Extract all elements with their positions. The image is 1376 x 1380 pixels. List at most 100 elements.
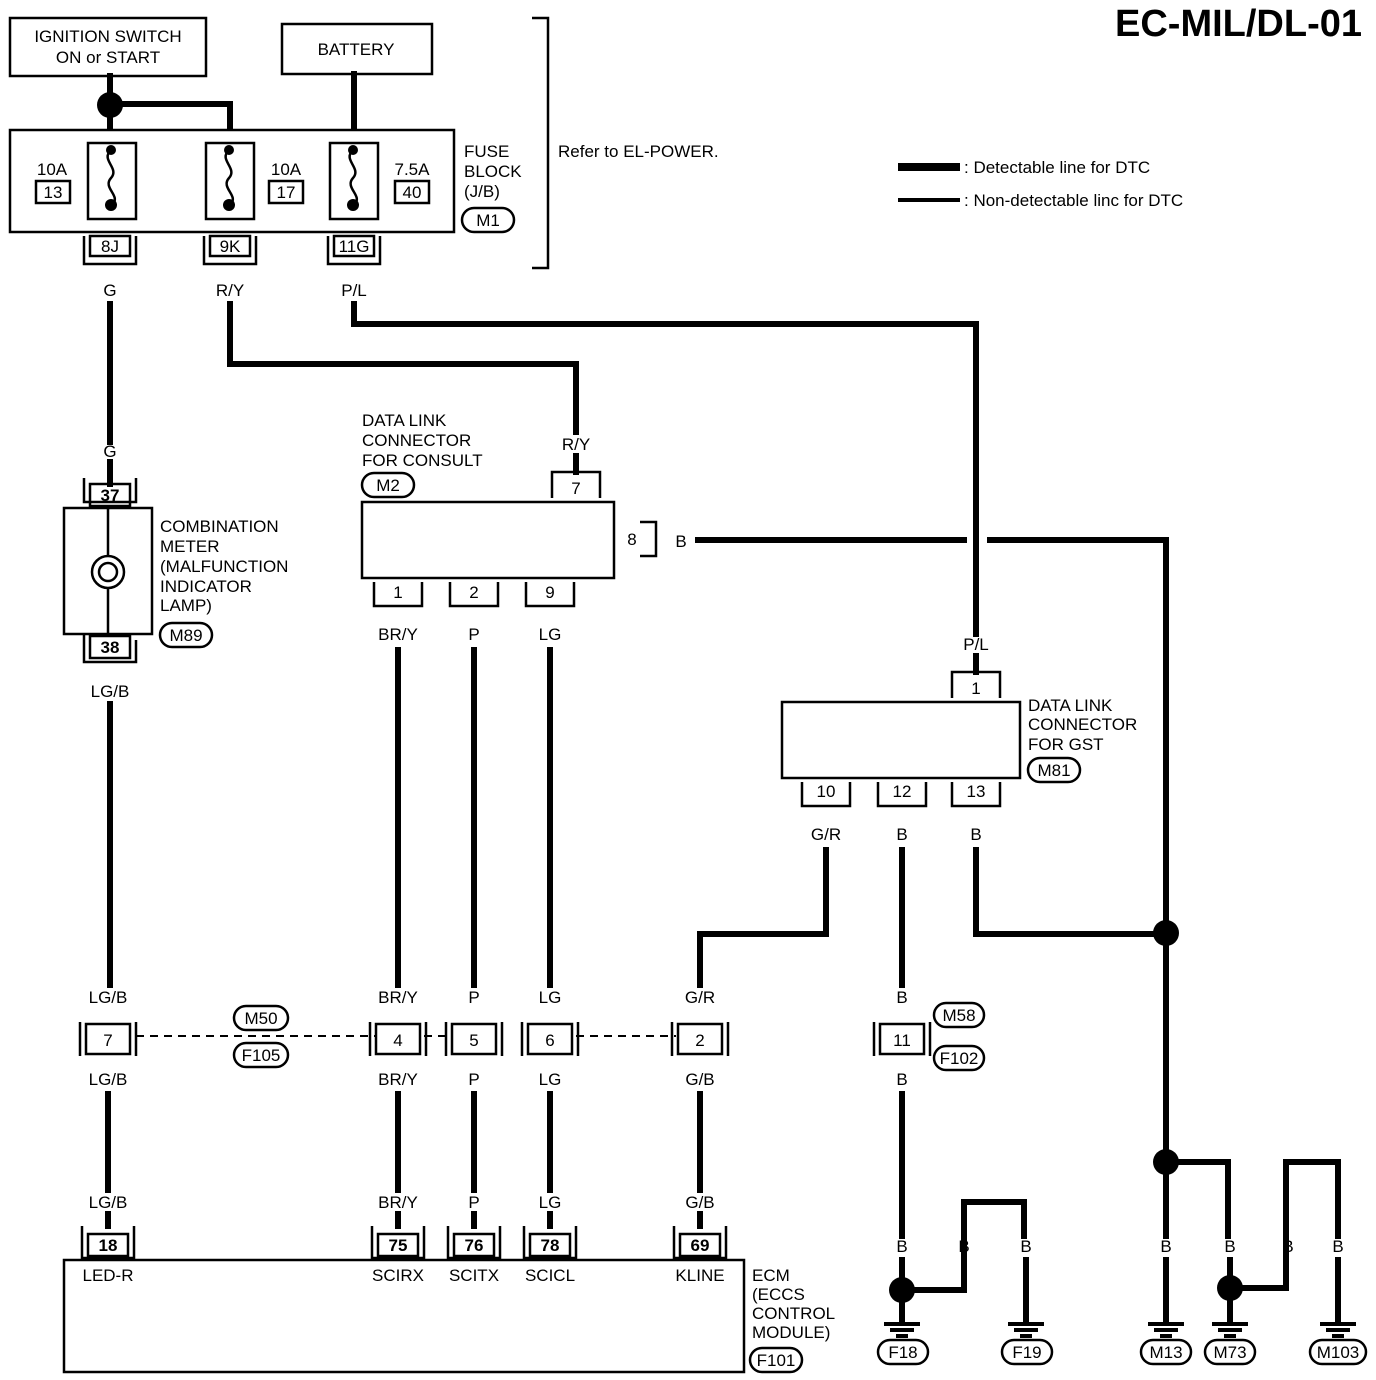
dlc-gst-connector: M81 bbox=[1037, 761, 1070, 780]
joint-connector-f102: F102 bbox=[940, 1049, 979, 1068]
wire-label-gr-j1: G/R bbox=[685, 988, 715, 1007]
wire-label-bry-j1: BR/Y bbox=[378, 988, 418, 1007]
wire-label-bry-ecm: BR/Y bbox=[378, 1193, 418, 1212]
legend-detectable: : Detectable line for DTC bbox=[964, 158, 1150, 177]
ecm-signal-scicl: SCICL bbox=[525, 1266, 575, 1285]
dlc-gst-label-1: DATA LINK bbox=[1028, 696, 1113, 715]
joint-pin-5: 5 bbox=[469, 1031, 478, 1050]
ground-m13-label: M13 bbox=[1149, 1343, 1182, 1362]
wire-label-b-f19: B bbox=[1020, 1237, 1031, 1256]
ecm-label-4: MODULE) bbox=[752, 1323, 830, 1342]
meter-connector: M89 bbox=[169, 626, 202, 645]
ground-m73: M73 bbox=[1203, 1322, 1257, 1366]
ecm: 18 75 76 78 69 LED-R SCIRX SCITX SCICL K… bbox=[62, 1226, 746, 1374]
dlc-gst-pin-1: 1 bbox=[971, 679, 980, 698]
ecm-pin-75: 75 bbox=[389, 1236, 408, 1255]
dlc-consult-label-1: DATA LINK bbox=[362, 411, 447, 430]
wire-label-b-f18: B bbox=[896, 1237, 907, 1256]
fuse-3-amp: 7.5A bbox=[395, 160, 431, 179]
meter-pin-37: 37 bbox=[101, 486, 120, 505]
terminal-8j: 8J bbox=[101, 237, 119, 256]
fuse-block-label-2: BLOCK bbox=[464, 162, 522, 181]
fuse-1-amp: 10A bbox=[37, 160, 68, 179]
dlc-consult-pin-9: 9 bbox=[545, 583, 554, 602]
wire-label-b-j2: B bbox=[896, 1070, 907, 1089]
dlc-gst-pin-12: 12 bbox=[893, 782, 912, 801]
wire-label-p-j1: P bbox=[468, 988, 479, 1007]
wire-label-pl-top: P/L bbox=[341, 281, 367, 300]
fuse-2-num: 17 bbox=[277, 183, 296, 202]
wire-label-ry-top: R/Y bbox=[216, 281, 244, 300]
legend-non-detectable: : Non-detectable linc for DTC bbox=[964, 191, 1183, 210]
wire-label-p-j2: P bbox=[468, 1070, 479, 1089]
wire-label-lg-j2: LG bbox=[539, 1070, 562, 1089]
ecm-pin-76: 76 bbox=[465, 1236, 484, 1255]
ecm-label-1: ECM bbox=[752, 1266, 790, 1285]
meter-label-2: METER bbox=[160, 537, 220, 556]
wire-label-b-m73: B bbox=[1224, 1237, 1235, 1256]
wire-label-bry-j2: BR/Y bbox=[378, 1070, 418, 1089]
dlc-consult-pin-1: 1 bbox=[393, 583, 402, 602]
ecm-signal-kline: KLINE bbox=[675, 1266, 724, 1285]
wire-label-lgb-ecm: LG/B bbox=[89, 1193, 128, 1212]
fuse-block-label-3: (J/B) bbox=[464, 182, 500, 201]
ecm-signal-scirx: SCIRX bbox=[372, 1266, 424, 1285]
wire-label-b-m103: B bbox=[1332, 1237, 1343, 1256]
meter-label-3: (MALFUNCTION bbox=[160, 557, 288, 576]
fuse-2-amp: 10A bbox=[271, 160, 302, 179]
wire-label-lg-ecm: LG bbox=[539, 1193, 562, 1212]
refer-el-power: Refer to EL-POWER. bbox=[558, 142, 719, 161]
fuse-1-num: 13 bbox=[44, 183, 63, 202]
ecm-connector: F101 bbox=[757, 1351, 796, 1370]
splice-ground-m13 bbox=[1153, 1149, 1179, 1175]
ground-m103-label: M103 bbox=[1317, 1343, 1360, 1362]
ground-f18: F18 bbox=[876, 1322, 930, 1366]
dlc-consult-label-2: CONNECTOR bbox=[362, 431, 471, 450]
dlc-consult-body bbox=[360, 500, 616, 580]
wire-label-g-top: G bbox=[103, 281, 116, 300]
dlc-gst-label-3: FOR GST bbox=[1028, 735, 1104, 754]
fuse-block: 10A 13 10A 17 7.5A 40 bbox=[8, 128, 456, 234]
ecm-signal-led-r: LED-R bbox=[82, 1266, 133, 1285]
dlc-consult-pin-2: 2 bbox=[469, 583, 478, 602]
fuse-3-num: 40 bbox=[403, 183, 422, 202]
ecm-label-2: (ECCS bbox=[752, 1285, 805, 1304]
ground-f19-label: F19 bbox=[1012, 1343, 1041, 1362]
wire-label-b-m13: B bbox=[1160, 1237, 1171, 1256]
dlc-gst-label-2: CONNECTOR bbox=[1028, 715, 1137, 734]
terminal-11g: 11G bbox=[339, 237, 370, 256]
meter-label-1: COMBINATION bbox=[160, 517, 279, 536]
joint-pin-4: 4 bbox=[393, 1031, 402, 1050]
ignition-label-1: IGNITION SWITCH bbox=[34, 27, 181, 46]
ecm-body bbox=[62, 1258, 746, 1374]
meter-pin-38: 38 bbox=[101, 638, 120, 657]
splice-ground-m73 bbox=[1217, 1275, 1243, 1301]
fuse-block-connector: M1 bbox=[476, 211, 500, 230]
wire-label-lgb-j2: LG/B bbox=[89, 1070, 128, 1089]
ignition-label-2: ON or START bbox=[56, 48, 160, 67]
wire-label-gb-ecm: G/B bbox=[685, 1193, 714, 1212]
combination-meter: 37 38 bbox=[62, 478, 154, 664]
battery: BATTERY bbox=[280, 22, 434, 76]
ecm-label-3: CONTROL bbox=[752, 1304, 835, 1323]
splice-ignition bbox=[97, 92, 123, 118]
dlc-gst-body bbox=[780, 700, 1022, 780]
wire-label-lg-dlc: LG bbox=[539, 625, 562, 644]
battery-label: BATTERY bbox=[318, 40, 395, 59]
ground-f18-label: F18 bbox=[888, 1343, 917, 1362]
ground-m13: M13 bbox=[1139, 1322, 1193, 1366]
wire-label-gb-j2: G/B bbox=[685, 1070, 714, 1089]
wire-label-ry-dlc: R/Y bbox=[562, 435, 590, 454]
fuse-terminals: 8J 9K 11G bbox=[82, 234, 382, 266]
ecm-pin-78: 78 bbox=[541, 1236, 560, 1255]
ground-m73-label: M73 bbox=[1213, 1343, 1246, 1362]
ecm-pin-18: 18 bbox=[99, 1236, 118, 1255]
wire-label-b-f18b: B bbox=[958, 1237, 969, 1256]
dlc-consult-pin-8: 8 bbox=[627, 530, 636, 549]
dlc-gst-pin-10: 10 bbox=[817, 782, 836, 801]
fuse-block-label-1: FUSE bbox=[464, 142, 509, 161]
meter-label-4: INDICATOR bbox=[160, 577, 252, 596]
ecm-pin-69: 69 bbox=[691, 1236, 710, 1255]
joint-pin-7: 7 bbox=[103, 1031, 112, 1050]
joint-connector-m58: M58 bbox=[942, 1006, 975, 1025]
